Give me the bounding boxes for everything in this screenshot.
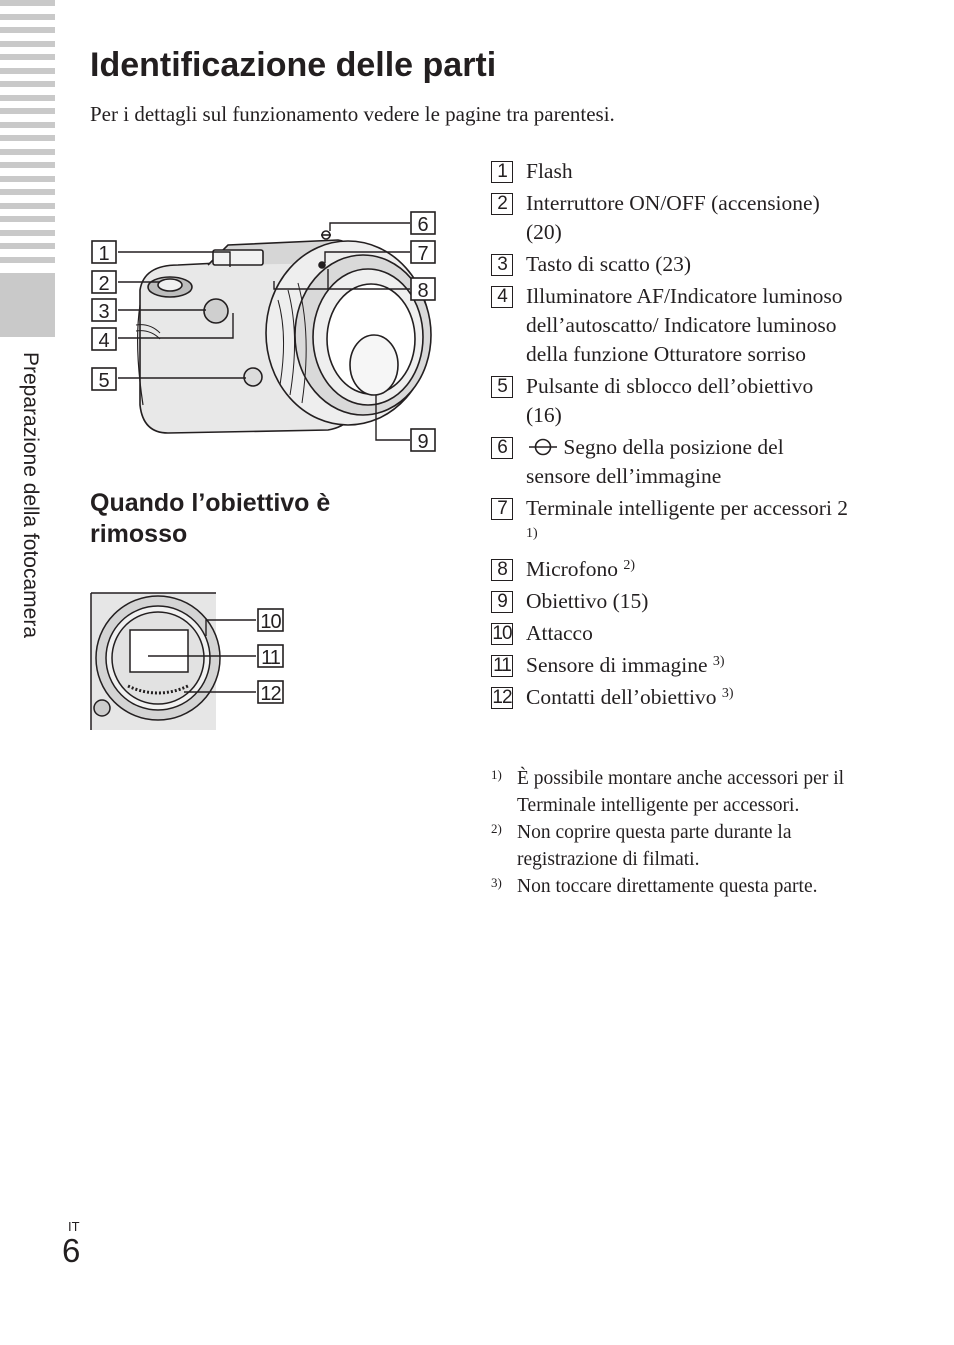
footnote-ref: 2)	[623, 558, 635, 573]
part-label: Obiettivo (15)	[526, 589, 649, 613]
part-number: 2	[491, 193, 513, 215]
subsection-title: Quando l’obiettivo è rimosso	[90, 489, 331, 548]
callout-2: 2	[91, 270, 117, 295]
callout-8: 8	[410, 277, 436, 302]
callout-9: 9	[410, 428, 436, 453]
part-item-11: 11 Sensore di immagine 3)	[491, 651, 851, 680]
footnotes: 1) È possibile montare anche accessori p…	[491, 765, 851, 900]
footnote-3: 3) Non toccare direttamente questa parte…	[491, 873, 851, 900]
part-number: 6	[491, 437, 513, 459]
part-item-12: 12 Contatti dell’obiettivo 3)	[491, 683, 851, 712]
part-number: 4	[491, 286, 513, 308]
callout-1: 1	[91, 240, 117, 265]
footer-language: IT	[68, 1219, 80, 1234]
part-label: Microfono	[526, 557, 618, 581]
footnote-ref: 1)	[526, 526, 538, 541]
svg-text:5: 5	[98, 370, 109, 392]
svg-text:3: 3	[98, 301, 109, 323]
svg-text:10: 10	[260, 611, 281, 633]
part-number: 9	[491, 591, 513, 613]
page-number: 6	[62, 1232, 81, 1269]
footnote-mark: 3)	[491, 875, 502, 890]
footnote-text: È possibile montare anche accessori per …	[517, 768, 845, 816]
callout-12: 12	[257, 680, 284, 705]
part-label: Pulsante di sblocco dell’obiettivo (16)	[526, 374, 814, 427]
part-item-6: 6 Segno della posizione del sensore dell…	[491, 433, 851, 491]
footnote-text: Non toccare direttamente questa parte.	[517, 876, 818, 897]
svg-text:1: 1	[98, 243, 109, 265]
part-label: Interruttore ON/OFF (accensione) (20)	[526, 191, 820, 244]
footnote-2: 2) Non coprire questa parte durante la r…	[491, 819, 851, 873]
page-title: Identificazione delle parti	[90, 46, 497, 84]
thumb-index-stripes	[0, 0, 55, 270]
part-label: Attacco	[526, 621, 593, 645]
part-label: Illuminatore AF/Indicatore luminoso dell…	[526, 284, 843, 366]
camera-body-drawing	[135, 230, 432, 434]
part-item-10: 10 Attacco	[491, 619, 851, 648]
svg-text:12: 12	[260, 683, 281, 705]
svg-text:6: 6	[417, 214, 428, 236]
lens-mount-drawing	[90, 592, 221, 730]
part-item-2: 2 Interruttore ON/OFF (accensione) (20)	[491, 189, 851, 247]
section-side-label: Preparazione della fotocamera	[19, 352, 42, 639]
part-item-5: 5 Pulsante di sblocco dell’obiettivo (16…	[491, 372, 851, 430]
part-label: Terminale intelligente per accessori 2	[526, 496, 849, 520]
callout-11: 11	[257, 644, 284, 669]
part-item-7: 7 Terminale intelligente per accessori 2…	[491, 494, 851, 552]
svg-text:9: 9	[417, 431, 428, 453]
part-item-3: 3 Tasto di scatto (23)	[491, 250, 851, 279]
camera-front-illustration: 1 2 3 4 5 6 7 8 9	[91, 211, 436, 453]
callout-7: 7	[410, 240, 436, 265]
part-label: Segno della posizione del sensore dell’i…	[526, 435, 784, 488]
camera-mount-illustration: 10 11 12	[90, 592, 284, 730]
part-item-4: 4 Illuminatore AF/Indicatore luminoso de…	[491, 282, 851, 369]
svg-text:7: 7	[417, 243, 428, 265]
footnote-1: 1) È possibile montare anche accessori p…	[491, 765, 851, 819]
part-number: 7	[491, 498, 513, 520]
image-sensor-position-icon	[529, 438, 557, 456]
part-number: 5	[491, 376, 513, 398]
part-label: Flash	[526, 159, 573, 183]
part-label: Contatti dell’obiettivo	[526, 685, 717, 709]
svg-text:8: 8	[417, 280, 428, 302]
part-item-9: 9 Obiettivo (15)	[491, 587, 851, 616]
part-number: 10	[491, 623, 513, 645]
callout-10: 10	[257, 608, 284, 633]
part-item-1: 1 Flash	[491, 157, 851, 186]
footnote-mark: 2)	[491, 821, 502, 836]
callout-5: 5	[91, 367, 117, 392]
svg-text:11: 11	[261, 647, 281, 669]
footnote-mark: 1)	[491, 767, 502, 782]
svg-text:4: 4	[98, 330, 109, 352]
footnote-ref: 3)	[712, 654, 725, 669]
footnote-ref: 3)	[721, 686, 734, 701]
parts-list: 1 Flash 2 Interruttore ON/OFF (accension…	[491, 157, 851, 715]
callout-3: 3	[91, 298, 117, 323]
part-number: 11	[491, 655, 513, 677]
part-label: Sensore di immagine	[526, 653, 708, 677]
svg-text:2: 2	[98, 273, 109, 295]
part-number: 3	[491, 254, 513, 276]
callout-6: 6	[410, 211, 436, 236]
thumb-index-tab	[0, 273, 55, 337]
part-number: 8	[491, 559, 513, 581]
part-label: Tasto di scatto (23)	[526, 252, 692, 276]
part-number: 1	[491, 161, 513, 183]
footnote-text: Non coprire questa parte durante la regi…	[517, 822, 792, 870]
part-number: 12	[491, 687, 513, 709]
callout-4: 4	[91, 327, 117, 352]
intro-text: Per i dettagli sul funzionamento vedere …	[90, 102, 615, 126]
part-item-8: 8 Microfono 2)	[491, 555, 851, 584]
